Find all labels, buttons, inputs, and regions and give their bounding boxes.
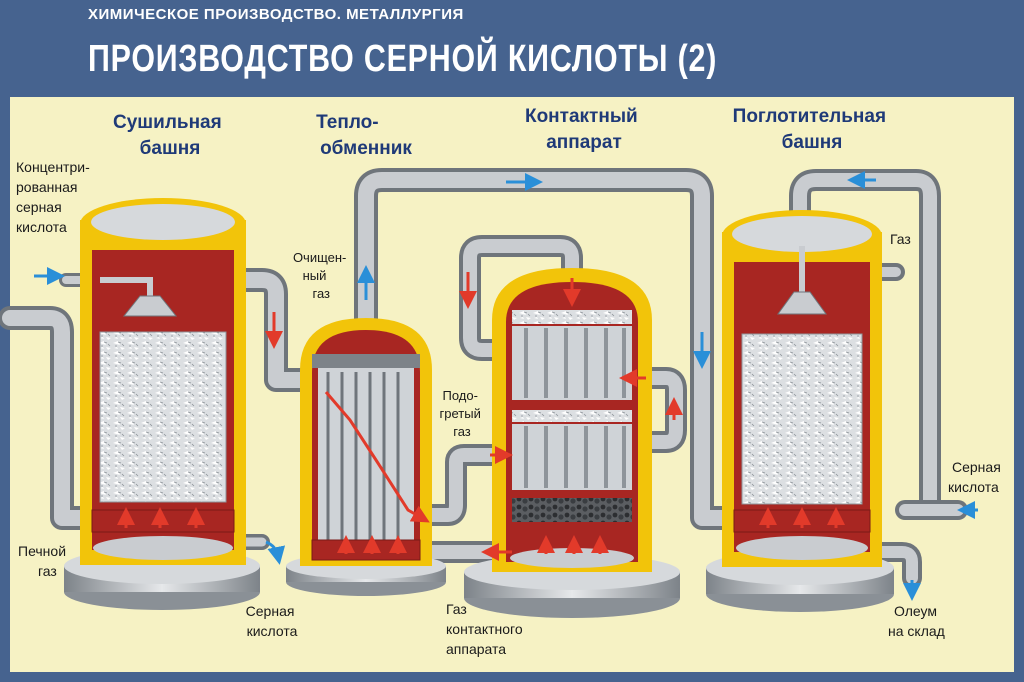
heat-exchanger	[286, 318, 446, 596]
heated-gas-label: Подо- гретый газ	[440, 388, 485, 439]
contact-gas-label: Газ контактного аппарата	[446, 601, 527, 657]
liquid-flow-arrows	[34, 171, 978, 601]
subject-kicker: ХИМИЧЕСКОЕ ПРОИЗВОДСТВО. МЕТАЛЛУРГИЯ	[88, 6, 464, 23]
gas-flow-arrows	[117, 272, 845, 561]
page-title: ПРОИЗВОДСТВО СЕРНОЙ КИСЛОТЫ (2)	[88, 38, 718, 80]
drying-tower	[64, 198, 260, 610]
pipe-network	[0, 168, 968, 588]
sulfuric-acid-in-label: Серная кислота	[948, 459, 1005, 495]
conc-acid-label: Концентри- рованная серная кислота	[16, 159, 94, 235]
contact-apparatus	[464, 268, 680, 618]
oleum-label: Олеум на склад	[888, 603, 945, 639]
absorption-tower-title: Поглотительная башня	[733, 106, 892, 153]
kiln-gas-label: Печной газ	[18, 543, 70, 579]
purified-gas-label: Очищен- ный газ	[293, 250, 350, 301]
heat-exchanger-title: Тепло- обменник	[316, 112, 412, 159]
drying-tower-title: Сушильная башня	[113, 112, 227, 159]
absorption-tower	[706, 210, 894, 612]
contact-apparatus-title: Контактный аппарат	[525, 106, 643, 153]
gas-out-label: Газ	[890, 231, 911, 247]
sulfuric-acid-out-label: Серная кислота	[246, 603, 299, 639]
